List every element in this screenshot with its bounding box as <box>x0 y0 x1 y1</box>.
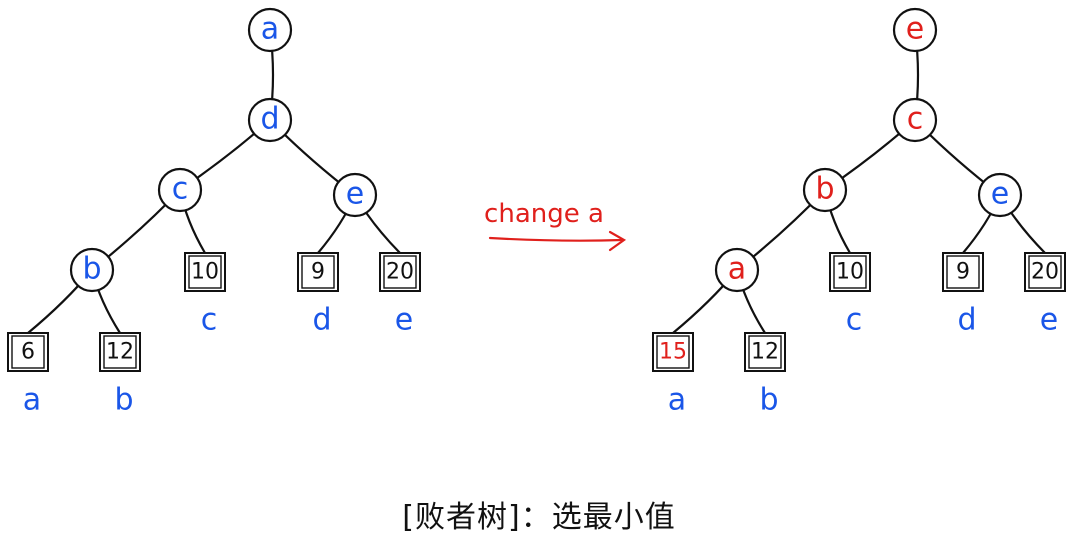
tree-node-n4: a <box>714 247 760 293</box>
node-circle <box>247 97 293 143</box>
leaf-box-inner <box>748 335 782 369</box>
leaf-label: a <box>23 383 41 418</box>
leaf-label: c <box>201 303 218 338</box>
leaf-box-inner <box>103 335 137 369</box>
node-circle <box>247 7 293 53</box>
node-label: e <box>906 12 924 47</box>
leaf-value: 9 <box>956 260 970 285</box>
leaf-value: 20 <box>386 260 414 285</box>
leaf-value: 12 <box>106 340 134 365</box>
tree-node-n3: e <box>977 172 1023 218</box>
leaf-box <box>744 332 786 372</box>
node-label: d <box>260 102 279 137</box>
leaf-label: d <box>957 303 976 338</box>
leaf-box-inner <box>383 255 417 289</box>
node-circle <box>157 167 203 213</box>
arrow-label: change a <box>484 199 604 229</box>
leaf-value: 10 <box>191 260 219 285</box>
node-circle <box>892 7 938 53</box>
arrow-head <box>608 230 627 252</box>
node-circle <box>977 172 1023 218</box>
node-circle <box>69 247 115 293</box>
leaf-l_a: 6a <box>7 332 49 418</box>
diagram-caption: [败者树]：选最小值 <box>402 500 676 535</box>
leaf-l_a: 15 a <box>652 332 694 418</box>
leaf-l_e: 20 e <box>379 252 421 338</box>
tree-node-n1: d <box>247 97 293 143</box>
leaf-label: e <box>395 303 413 338</box>
node-label: c <box>907 102 924 137</box>
node-label: c <box>172 172 189 207</box>
node-circle <box>332 172 378 218</box>
leaf-box-inner <box>1028 255 1062 289</box>
node-circle <box>892 97 938 143</box>
leaf-value: 10 <box>836 260 864 285</box>
leaf-box <box>1024 252 1066 292</box>
tree-node-root: a <box>247 7 293 53</box>
leaf-box <box>184 252 226 292</box>
arrow-shaft <box>488 236 624 242</box>
tree-node-root: e <box>892 7 938 53</box>
tree-node-n2: c <box>157 167 203 213</box>
leaf-value: 20 <box>1031 260 1059 285</box>
leaf-label: b <box>759 383 778 418</box>
leaf-value: 12 <box>751 340 779 365</box>
leaf-value: 9 <box>311 260 325 285</box>
leaf-l_d: 9d <box>942 252 984 338</box>
leaf-l_d: 9d <box>297 252 339 338</box>
leaf-box <box>379 252 421 292</box>
leaf-l_c: 10 c <box>829 252 871 338</box>
leaf-box <box>829 252 871 292</box>
node-label: a <box>728 252 746 287</box>
tree-node-n3: e <box>332 172 378 218</box>
leaf-box-inner <box>946 255 980 289</box>
node-label: a <box>261 12 279 47</box>
node-label: b <box>82 252 101 287</box>
leaf-box <box>942 252 984 292</box>
leaf-box <box>652 332 694 372</box>
leaf-box-inner <box>301 255 335 289</box>
node-circle <box>802 167 848 213</box>
leaf-box-inner <box>11 335 45 369</box>
leaf-l_c: 10 c <box>184 252 226 338</box>
leaf-value: 6 <box>21 340 35 365</box>
leaf-label: a <box>668 383 686 418</box>
leaf-box <box>99 332 141 372</box>
leaf-box-inner <box>833 255 867 289</box>
node-label: e <box>991 177 1009 212</box>
node-label: b <box>815 172 834 207</box>
tree-node-n1: c <box>892 97 938 143</box>
leaf-l_e: 20 e <box>1024 252 1066 338</box>
node-circle <box>714 247 760 293</box>
leaf-box <box>297 252 339 292</box>
leaf-label: c <box>846 303 863 338</box>
change-arrow: change a <box>484 199 627 252</box>
leaf-box-inner <box>656 335 690 369</box>
tree-node-n2: b <box>802 167 848 213</box>
node-label: e <box>346 177 364 212</box>
leaf-box-inner <box>188 255 222 289</box>
leaf-label: d <box>312 303 331 338</box>
leaf-l_b: 12 b <box>744 332 786 418</box>
tree-node-n4: b <box>69 247 115 293</box>
leaf-l_b: 12 b <box>99 332 141 418</box>
leaf-value: 15 <box>659 340 687 365</box>
leaf-label: e <box>1040 303 1058 338</box>
leaf-label: b <box>114 383 133 418</box>
leaf-box <box>7 332 49 372</box>
